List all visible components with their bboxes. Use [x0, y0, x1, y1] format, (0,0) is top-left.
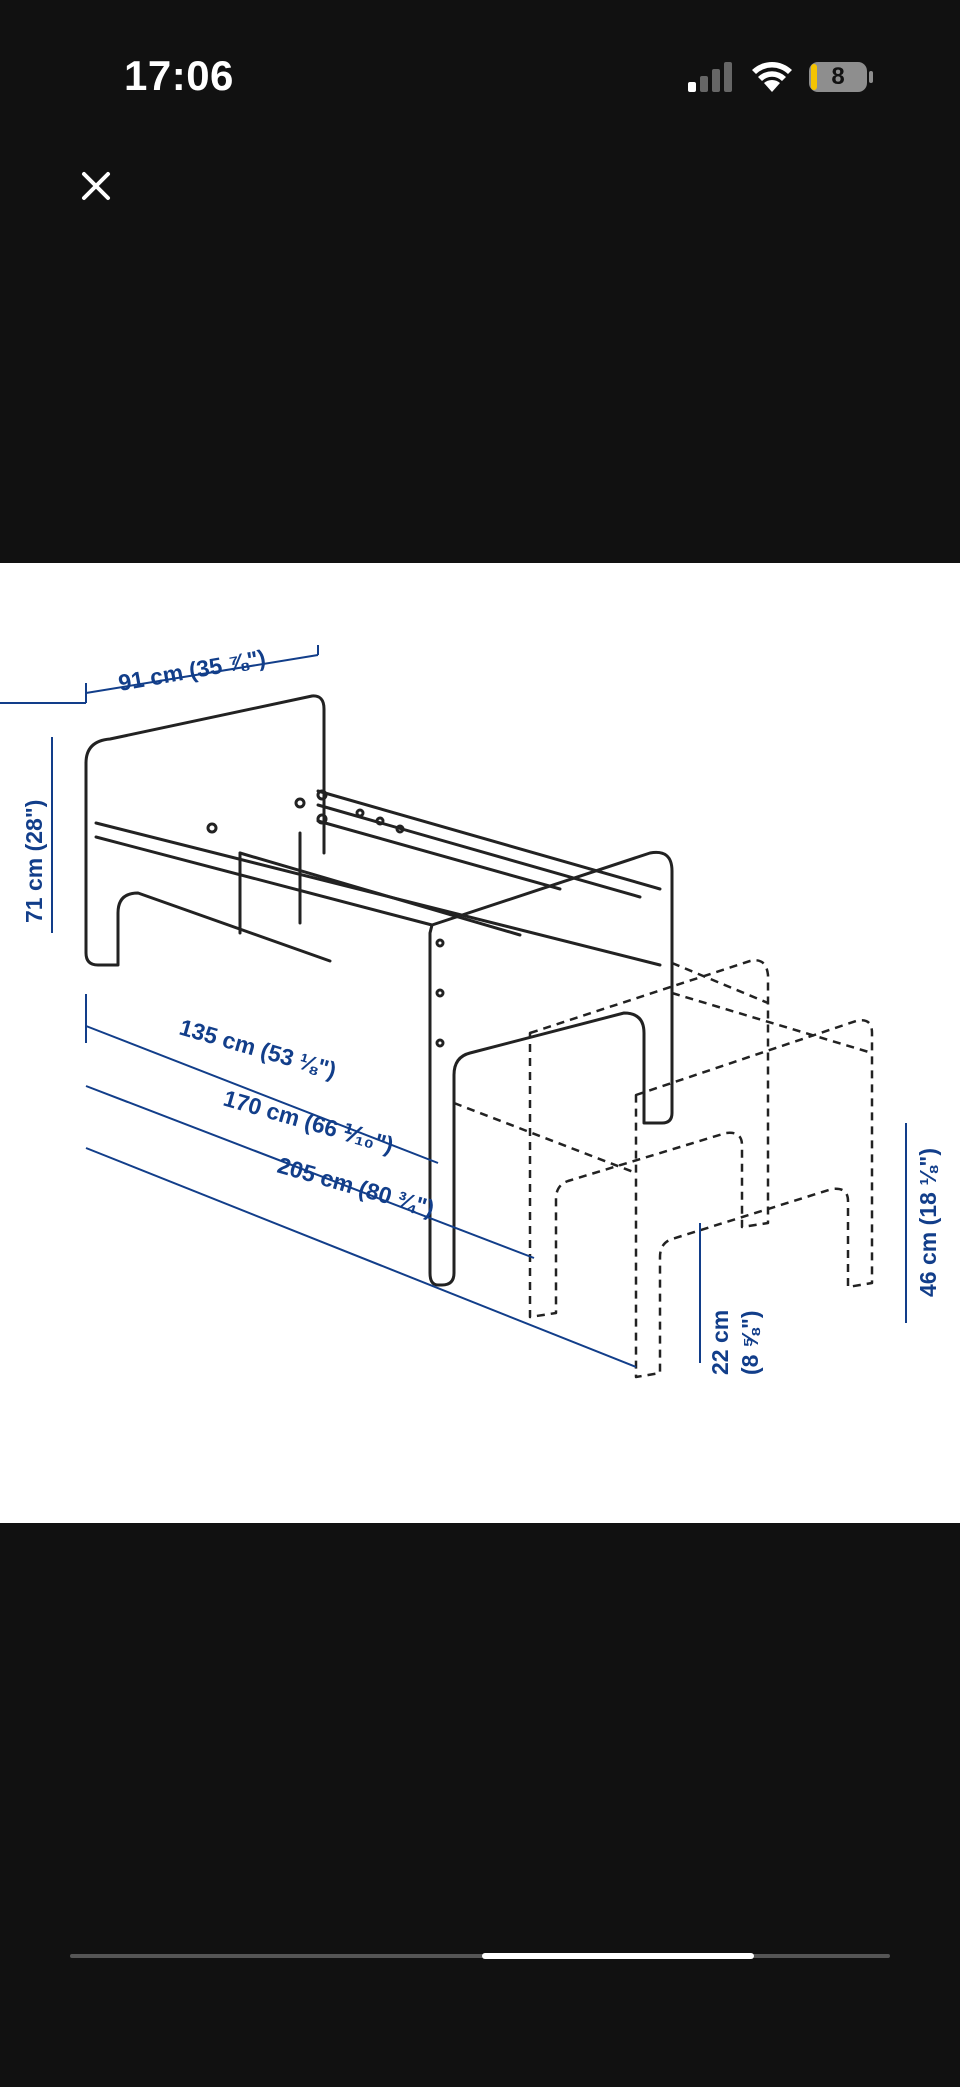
- battery-icon: [809, 62, 873, 92]
- clearance-label-inch: (8 ⅝"): [737, 1310, 763, 1375]
- product-image[interactable]: 91 cm (35 ⅞") 71 cm (28") 135 cm (53 ⅛")…: [0, 563, 960, 1523]
- side-height-label: 46 cm (18 ⅛"): [915, 1148, 941, 1297]
- close-icon: [82, 172, 110, 200]
- battery-level: 8: [831, 63, 845, 90]
- carousel-indicator[interactable]: [70, 1953, 890, 1959]
- cellular-signal-icon: [688, 62, 732, 92]
- bed-drawing: [84, 694, 674, 1287]
- length-135-label: 135 cm (53 ⅛"): [177, 1014, 340, 1084]
- length-205-label: 205 cm (80 ¾"): [275, 1152, 438, 1222]
- battery-indicator: 8: [808, 60, 874, 94]
- bed-dimension-diagram: 91 cm (35 ⅞") 71 cm (28") 135 cm (53 ⅛")…: [0, 644, 941, 1379]
- carousel-active-segment: [482, 1953, 754, 1959]
- status-time: 17:06: [124, 52, 234, 99]
- close-button[interactable]: [72, 162, 120, 210]
- status-bar: 17:06 8: [0, 0, 960, 160]
- height-dimension-label: 71 cm (28"): [21, 800, 47, 923]
- wifi-icon: [752, 62, 792, 92]
- width-dimension-label: 91 cm (35 ⅞"): [116, 644, 267, 695]
- dimension-lines-2: [51, 645, 907, 1368]
- clearance-label-cm: 22 cm: [707, 1310, 733, 1375]
- extension-outline: [453, 959, 874, 1379]
